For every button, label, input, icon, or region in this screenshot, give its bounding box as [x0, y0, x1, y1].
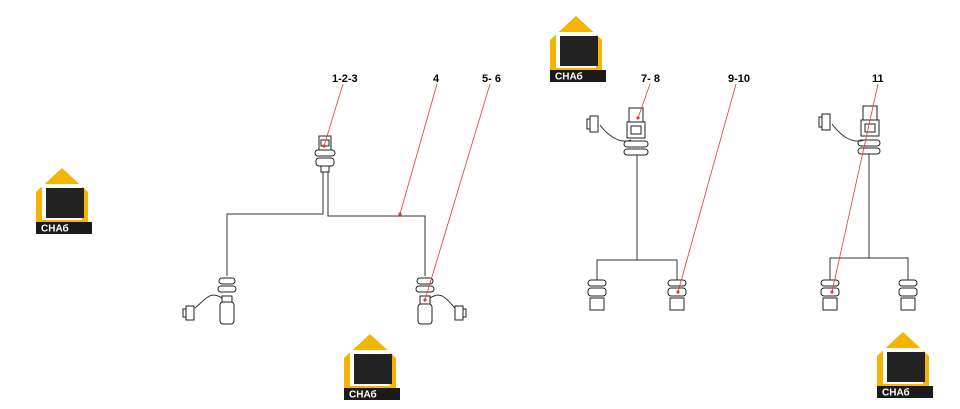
- callout-11: 11: [872, 73, 884, 85]
- logo-letters: H3: [890, 358, 918, 383]
- watermark-logo-left: H3 СНАб: [36, 168, 92, 235]
- watermark-logo-bottom-right: H3 СНАб: [877, 332, 933, 399]
- callout-9-10: 9-10: [728, 73, 750, 85]
- callout-7-8: 7- 8: [641, 73, 660, 85]
- watermark-logo-bottom-center: H3 СНАб: [344, 334, 400, 401]
- logo-letters: H3: [563, 42, 591, 67]
- callout-5-6: 5- 6: [482, 73, 501, 85]
- callout-4: 4: [433, 73, 440, 85]
- leader-lines: [322, 83, 879, 302]
- logo-caption: СНАб: [349, 389, 377, 401]
- upper-connector: [862, 105, 878, 121]
- harness-assembly-2: [586, 107, 687, 311]
- logo-caption: СНАб: [555, 71, 583, 83]
- harness-assembly-3: [818, 105, 918, 311]
- logo-letters: H3: [357, 360, 385, 385]
- logo-caption: СНАб: [41, 223, 69, 235]
- watermark-logo-top: H3 СНАб: [550, 16, 606, 83]
- harness-assembly-1: [182, 135, 467, 325]
- callout-1-2-3: 1-2-3: [332, 73, 358, 85]
- logo-caption: СНАб: [882, 387, 910, 399]
- logo-letters: H3: [49, 194, 77, 219]
